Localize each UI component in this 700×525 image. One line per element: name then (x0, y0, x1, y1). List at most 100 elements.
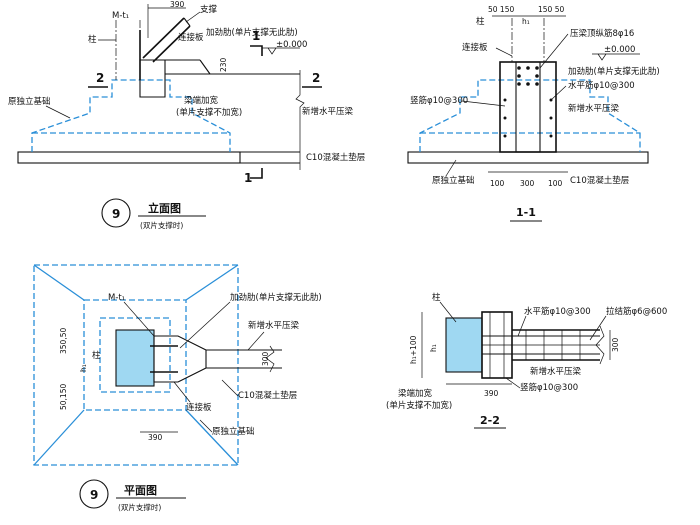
section-1-1-top-bars-leader (539, 33, 569, 69)
section-1-1-level-symbol (597, 53, 607, 61)
section-1-1-cushion (407, 151, 649, 164)
section-1-1-dim-100-right: 100 (548, 179, 563, 188)
section-1-1-beam-outline (499, 61, 557, 153)
section-1-1-top-bars (517, 66, 539, 86)
section-1-1-dim-left: 50 150 (488, 5, 514, 14)
plan-cushion-leader (221, 379, 239, 397)
plan-inner-tier (99, 317, 171, 393)
elevation-dim-390: 390 (170, 0, 185, 9)
elevation-section-2-right: 2 (312, 71, 320, 85)
section-1-1-cushion-label: C10混凝土垫层 (570, 175, 629, 186)
section-1-1-vertical-bars-label: 竖筋φ10@300 (410, 95, 468, 106)
plan-stiffener-label: 加劲肋(单片支撑无此肋) (230, 292, 322, 303)
elevation-beam-end-note: (单片支撑不加宽) (176, 107, 242, 118)
plan-subtitle: (双片支撑时) (118, 502, 161, 512)
elevation-brace-lower (152, 25, 191, 63)
elevation-brace-end (183, 17, 191, 27)
elevation-title: 立面图 (148, 201, 181, 215)
section-1-1-hbars-leader (550, 85, 567, 101)
elevation-connecting-plate (139, 59, 166, 98)
section-1-1-stiffener-label: 加劲肋(单片支撑无此肋) (568, 66, 660, 77)
section-1-1-original-footing-label: 原独立基础 (432, 175, 475, 186)
section-1-1-dim-100-left: 100 (490, 179, 505, 188)
plan-dim-390: 390 (148, 433, 163, 442)
section-2-2-dim-390: 390 (484, 389, 499, 398)
section-2-2-vbars-leader (505, 377, 521, 389)
plan-break-line (265, 345, 275, 373)
plan-diagonal-br (185, 409, 239, 466)
elevation-section-1-bottom: 1 (244, 171, 252, 185)
section-1-1-top-bars-label: 压梁顶纵筋8φ16 (570, 28, 634, 39)
elevation-break-line (295, 70, 305, 170)
section-2-2-title: 2-2 (480, 414, 500, 427)
section-2-2-tie-bars-label: 拉结筋φ6@600 (606, 306, 667, 317)
section-1-1-beam-inner (515, 61, 541, 153)
section-1-1-horizontal-bars-label: 水平筋φ10@300 (568, 80, 635, 91)
section-1-1-dim-300: 300 (520, 179, 535, 188)
plan-column-label: 柱 (92, 350, 101, 361)
elevation-footing-leader (45, 105, 71, 119)
elevation-section-1-top: 1 (252, 29, 260, 43)
section-1-1-view: 50 150 150 50 h₁ 柱 连接板 压梁顶纵筋8φ16 ±0.000 … (407, 5, 660, 222)
plan-new-beam-leader (247, 331, 265, 351)
elevation-section-1-top-mark (250, 45, 263, 56)
section-1-1-level-label: ±0.000 (604, 45, 635, 55)
section-2-2-vertical-bars (489, 312, 581, 378)
section-1-1-side-bars (503, 98, 553, 138)
plan-view: M-t₁ 加劲肋(单片支撑无此肋) 新增水平压梁 350,50 50,150 h… (33, 264, 322, 512)
section-2-2-view: 柱 水平筋φ10@300 拉结筋φ6@600 h₁+100 h₁ 新增水平压梁 … (386, 292, 667, 429)
section-2-2-new-beam-label: 新增水平压梁 (530, 366, 582, 377)
section-2-2-column-leader (439, 301, 457, 323)
elevation-footing-outline (31, 79, 231, 152)
section-1-1-dim-h1: h₁ (522, 17, 530, 26)
plan-connecting-plate-leader (173, 381, 191, 403)
section-1-1-footing-leader (445, 159, 457, 177)
elevation-cushion-label: C10混凝土垫层 (306, 152, 365, 163)
elevation-steel-plate-label: M-t₁ (112, 11, 129, 21)
plan-dim-300: 300 (261, 351, 270, 366)
plan-cushion-label: C10混凝土垫层 (238, 390, 297, 401)
elevation-brace-leader (185, 11, 201, 23)
elevation-section-1-bottom-mark (250, 168, 263, 179)
section-1-1-vbars-leader (461, 100, 506, 107)
elevation-new-beam-label: 新增水平压梁 (302, 106, 354, 117)
plan-title: 平面图 (124, 484, 157, 497)
plan-connecting-plate-label: 连接板 (186, 402, 212, 413)
elevation-brace-upper (142, 17, 185, 59)
elevation-stiffener-label: 加劲肋(单片支撑无此肋) (206, 27, 298, 38)
plan-steel-plate-leader (123, 301, 155, 337)
plan-steel-plate-label: M-t₁ (108, 293, 125, 303)
elevation-cushion-layer (17, 151, 241, 164)
plan-diagonal-tr (185, 264, 239, 301)
section-1-1-column-label: 柱 (476, 16, 485, 27)
plan-connecting-plate (153, 335, 207, 383)
elevation-detail-circle (101, 198, 131, 228)
elevation-detail-number: 9 (112, 207, 120, 221)
elevation-connecting-plate-label: 连接板 (178, 32, 204, 43)
section-2-2-dim-300: 300 (611, 337, 620, 352)
elevation-level-symbol (267, 47, 277, 55)
plan-new-beam-label: 新增水平压梁 (248, 320, 300, 331)
plan-dim-350-50: 350,50 (59, 328, 68, 354)
elevation-subtitle: (双片支撑时) (140, 220, 183, 230)
plan-original-footing-label: 原独立基础 (212, 426, 255, 437)
elevation-brace-label: 支撑 (200, 4, 218, 15)
section-2-2-dim-h1: h₁ (429, 344, 438, 352)
section-1-1-dim-right: 150 50 (538, 5, 564, 14)
elevation-beam-end-widening-label: 梁端加宽 (184, 95, 219, 106)
elevation-original-footing-label: 原独立基础 (8, 96, 51, 107)
section-2-2-hbars-leader (517, 315, 527, 337)
plan-detail-circle (79, 479, 109, 509)
elevation-column-label: 柱 (88, 34, 97, 45)
section-2-2-break-line (595, 325, 605, 365)
elevation-level-label: ±0.000 (276, 40, 307, 50)
plan-diagonal-tl (33, 264, 85, 301)
plan-detail-number: 9 (90, 488, 98, 502)
section-1-1-connecting-plate-label: 连接板 (462, 42, 488, 53)
plan-diagonal-bl (33, 409, 85, 466)
elevation-view: ±0.000 390 230 支撑 M-t₁ 柱 连接板 加劲肋(单片支撑无此肋… (8, 0, 365, 230)
section-2-2-beam-end-note: (单片支撑不加宽) (386, 400, 452, 411)
plan-column (115, 329, 155, 387)
section-2-2-vertical-bars-label: 竖筋φ10@300 (520, 382, 578, 393)
